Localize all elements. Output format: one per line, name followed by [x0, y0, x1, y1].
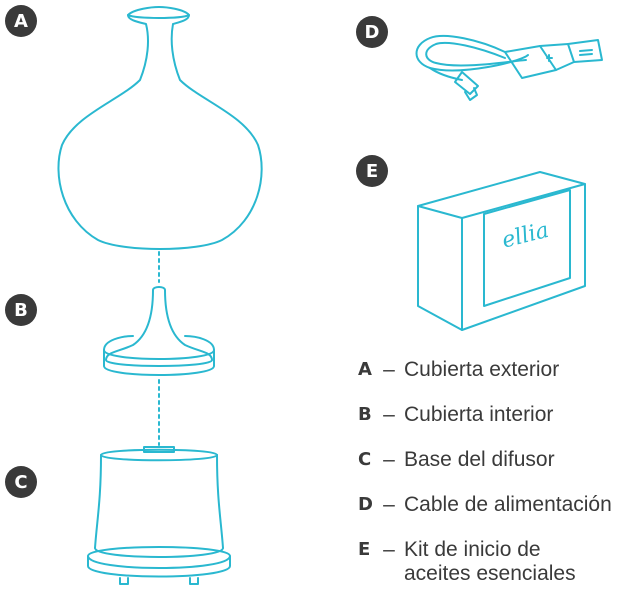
legend-dash: –	[383, 403, 395, 426]
legend-key: A	[358, 359, 372, 380]
legend-text-line2: aceites esenciales	[404, 562, 576, 585]
inner-cover-drawing	[103, 286, 215, 376]
legend-item-d: D – Cable de alimentación	[358, 493, 620, 538]
legend-text: Base del difusor	[404, 448, 555, 471]
legend-key: E	[358, 539, 371, 560]
legend-key: B	[358, 404, 372, 425]
parts-legend: A – Cubierta exterior B – Cubierta inter…	[358, 358, 620, 586]
legend-item-a: A – Cubierta exterior	[358, 358, 620, 403]
legend-item-e: E – Kit de inicio de aceites esenciales	[358, 538, 620, 586]
badge-e: E	[356, 155, 388, 187]
legend-item-c: C – Base del difusor	[358, 448, 620, 493]
legend-text: Cubierta interior	[404, 403, 554, 426]
box-brand-label: ellia	[499, 218, 551, 254]
legend-dash: –	[383, 358, 395, 381]
legend-item-b: B – Cubierta interior	[358, 403, 620, 448]
legend-text-group: Kit de inicio de aceites esenciales	[404, 538, 620, 586]
badge-b: B	[5, 294, 37, 326]
legend-dash: –	[383, 448, 395, 471]
legend-key: C	[358, 449, 372, 470]
usb-cable-drawing	[415, 34, 603, 101]
badge-c: C	[5, 466, 37, 498]
badge-a: A	[5, 5, 37, 37]
outer-cover-drawing	[57, 6, 263, 250]
legend-text: Cubierta exterior	[404, 358, 560, 381]
badge-d: D	[356, 16, 388, 48]
legend-text: Cable de alimentación	[404, 493, 612, 516]
kit-box-drawing	[417, 171, 586, 331]
legend-dash: –	[383, 493, 395, 516]
legend-dash: –	[383, 538, 395, 561]
legend-text: Kit de inicio de	[404, 538, 541, 561]
diffuser-base-drawing	[87, 446, 231, 585]
legend-key: D	[358, 494, 373, 515]
